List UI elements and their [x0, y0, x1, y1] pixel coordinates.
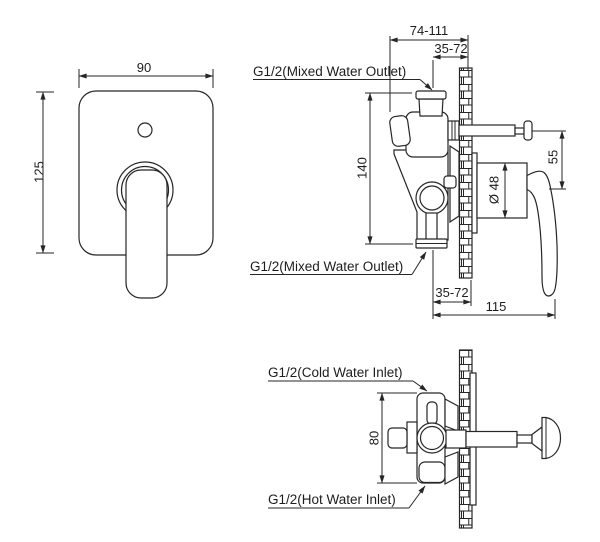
- knob-cone-plan: [531, 425, 543, 453]
- dim-port-spacing-140: 140: [355, 92, 413, 245]
- spindle-shaft: [458, 124, 516, 137]
- cartridge-inner: [419, 185, 445, 211]
- wall-section-side: [458, 67, 473, 279]
- cold-inlet-stub: [426, 401, 438, 425]
- shaft-plan: [465, 430, 518, 448]
- dim-handle-offset-55: 55: [532, 130, 566, 190]
- dim-body-80: 80: [367, 392, 417, 484]
- valve-body-left-boss: [389, 115, 411, 147]
- spindle-knob: [523, 120, 533, 141]
- knob-cap-plan: [541, 416, 562, 460]
- top-outlet-flange: [415, 90, 447, 100]
- dim-text-d48: Ø 48: [487, 176, 502, 204]
- left-boss-plan: [406, 421, 418, 454]
- spindle-coupling: [447, 120, 460, 141]
- label-mixed-water-outlet-top: G1/2(Mixed Water Outlet): [253, 64, 433, 91]
- dim-recess-top-35-72: 35-72: [432, 41, 469, 88]
- front-view: 90 125: [32, 60, 214, 299]
- dim-text-125: 125: [32, 161, 47, 183]
- label-text-hot-inlet: G1/2(Hot Water Inlet): [268, 492, 396, 507]
- valve-body-upper: [405, 111, 449, 158]
- plaster-guard-bottom: [444, 451, 459, 486]
- plan-view: 80 G1/2(Cold Water Inlet) G1/2(Hot Water…: [268, 349, 562, 529]
- shaft-neck-plan: [516, 434, 533, 444]
- escutcheon-plate-side: [471, 152, 478, 234]
- dim-text-74-111: 74-111: [410, 23, 449, 38]
- side-view: 74-111 35-72 140 55 Ø 48: [250, 23, 566, 319]
- dim-escutcheon-diameter-48: Ø 48: [487, 162, 508, 219]
- handle-lever-side: [526, 170, 558, 297]
- dim-text-140: 140: [355, 157, 370, 179]
- dim-text-35-72-top: 35-72: [434, 41, 467, 56]
- dim-text-35-72-bottom: 35-72: [435, 285, 468, 300]
- body-tab: [443, 175, 457, 189]
- bottom-outlet-stem: [425, 212, 438, 241]
- top-outlet-pipe: [418, 98, 444, 117]
- dim-text-55: 55: [546, 150, 561, 164]
- dim-text-90: 90: [137, 60, 151, 75]
- label-text-cold-inlet: G1/2(Cold Water Inlet): [268, 365, 403, 380]
- label-hot-water-inlet: G1/2(Hot Water Inlet): [268, 485, 426, 509]
- valve-body-side: [389, 90, 533, 249]
- diverter-button: [137, 122, 153, 138]
- cartridge-plan-inner: [419, 425, 445, 451]
- escutcheon-drum-side: [476, 162, 528, 219]
- spindle-neck: [514, 127, 525, 135]
- label-mixed-water-outlet-bottom: G1/2(Mixed Water Outlet): [250, 251, 427, 275]
- label-cold-water-inlet: G1/2(Cold Water Inlet): [268, 365, 428, 392]
- plaster-guard-top: [444, 397, 459, 432]
- valve-body-plan: [387, 392, 562, 486]
- label-text-outlet-bottom: G1/2(Mixed Water Outlet): [250, 259, 403, 274]
- dim-depth-74-111: 74-111: [389, 23, 469, 112]
- left-stub-plan: [387, 427, 408, 449]
- coupling-plan: [445, 429, 467, 449]
- dim-handle-reach-115: 115: [432, 299, 556, 319]
- label-text-outlet-top: G1/2(Mixed Water Outlet): [253, 64, 406, 79]
- dim-width-90: 90: [78, 60, 214, 88]
- valve-body-bottom-boss: [418, 461, 446, 484]
- handle-lever-front: [125, 169, 168, 299]
- dim-text-115: 115: [486, 299, 507, 314]
- dim-text-80: 80: [367, 431, 382, 445]
- dim-recess-bottom-35-72: 35-72: [432, 250, 472, 319]
- dim-height-125: 125: [32, 91, 54, 254]
